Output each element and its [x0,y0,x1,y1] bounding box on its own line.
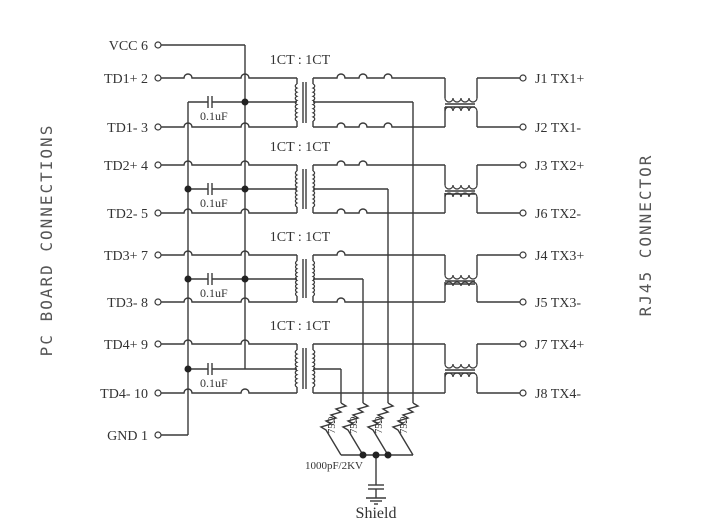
left-pin-label: TD4- 10 [100,387,148,402]
left-pin-label: TD1- 3 [107,121,148,136]
secondary-coil [311,349,316,388]
right-pin-label: J3 TX2+ [535,159,584,174]
junction-dot [241,98,249,106]
primary-plus-wire [161,250,297,256]
primary-minus-wire [161,208,297,214]
choke-coil-top [444,184,478,190]
left-pin-label: TD2- 5 [107,207,148,222]
choke-coil-top [444,274,478,280]
left-pin-terminal [154,209,162,217]
secondary-coil [311,170,316,208]
right-pin-terminal [519,298,527,306]
left-pin-label: VCC 6 [109,39,148,54]
left-pin-terminal [154,298,162,306]
primary-plus-wire [161,339,297,345]
left-pin-label: TD3+ 7 [104,249,148,264]
secondary-coil [311,260,316,297]
right-pin-terminal [519,340,527,348]
shield-cap-label: 1000pF/2KV [305,460,363,472]
secondary-minus-wire [313,297,445,303]
left-pin-terminal [154,74,162,82]
junction-dot [359,451,367,459]
resistor-75-ohm [366,402,395,456]
left-pin-label: GND 1 [107,429,148,444]
resistor-75-ohm [341,402,370,456]
primary-minus-wire [161,388,297,394]
primary-coil [294,170,299,208]
left-pin-label: TD1+ 2 [104,72,148,87]
left-pin-terminal [154,41,162,49]
primary-minus-wire [161,122,297,128]
primary-coil [294,260,299,297]
resistor-75-ohm [319,402,348,456]
primary-coil [294,349,299,388]
left-pin-terminal [154,431,162,439]
junction-dot [184,365,192,373]
primary-coil [294,83,299,122]
transformer-ratio-label: 1CT : 1CT [270,319,331,334]
right-pin-label: J4 TX3+ [535,249,584,264]
right-pin-terminal [519,161,527,169]
junction-dot [184,275,192,283]
resistor-label: 75Ω [349,416,360,433]
primary-plus-wire [161,73,297,79]
junction-dot [241,275,249,283]
right-pin-terminal [519,74,527,82]
choke-coil-top [444,97,478,103]
right-pin-terminal [519,209,527,217]
secondary-plus-wire [313,73,445,79]
junction-dot [372,451,380,459]
right-pin-label: J8 TX4- [535,387,581,402]
secondary-minus-wire [313,208,445,214]
choke-coil-bottom [444,372,478,378]
secondary-coil [311,83,316,122]
right-pin-label: J5 TX3- [535,296,581,311]
left-pin-terminal [154,389,162,397]
right-pin-label: J6 TX2- [535,207,581,222]
junction-dot [384,451,392,459]
left-pin-label: TD2+ 4 [104,159,148,174]
right-pin-label: J7 TX4+ [535,338,584,353]
choke-coil-bottom [444,106,478,112]
left-pin-label: TD4+ 9 [104,338,148,353]
right-pin-terminal [519,389,527,397]
resistor-label: 75Ω [399,416,410,433]
capacitor-label: 0.1uF [200,196,228,210]
right-pin-label: J1 TX1+ [535,72,584,87]
transformer-ratio-label: 1CT : 1CT [270,53,331,68]
secondary-minus-wire [313,122,445,128]
choke-coil-bottom [444,281,478,287]
left-pin-terminal [154,161,162,169]
left-pin-terminal [154,340,162,348]
left-pin-terminal [154,123,162,131]
left-pin-terminal [154,251,162,259]
right-pin-terminal [519,251,527,259]
capacitor-label: 0.1uF [200,286,228,300]
right-title: RJ45 CONNECTOR [636,154,655,317]
resistor-label: 75Ω [327,416,338,433]
secondary-plus-wire [313,250,445,256]
primary-plus-wire [161,160,297,166]
secondary-plus-wire [313,160,445,166]
resistor-label: 75Ω [374,416,385,433]
right-pin-terminal [519,123,527,131]
capacitor-label: 0.1uF [200,376,228,390]
junction-dot [241,185,249,193]
right-pin-label: J2 TX1- [535,121,581,136]
choke-coil-top [444,363,478,369]
transformer-ratio-label: 1CT : 1CT [270,140,331,155]
choke-coil-bottom [444,192,478,198]
junction-dot [184,185,192,193]
primary-minus-wire [161,297,297,303]
left-title: PC BOARD CONNECTIONS [37,124,56,357]
capacitor-label: 0.1uF [200,109,228,123]
left-pin-label: TD3- 8 [107,296,148,311]
transformer-ratio-label: 1CT : 1CT [270,230,331,245]
shield-label: Shield [356,505,397,522]
resistor-75-ohm [391,402,420,456]
